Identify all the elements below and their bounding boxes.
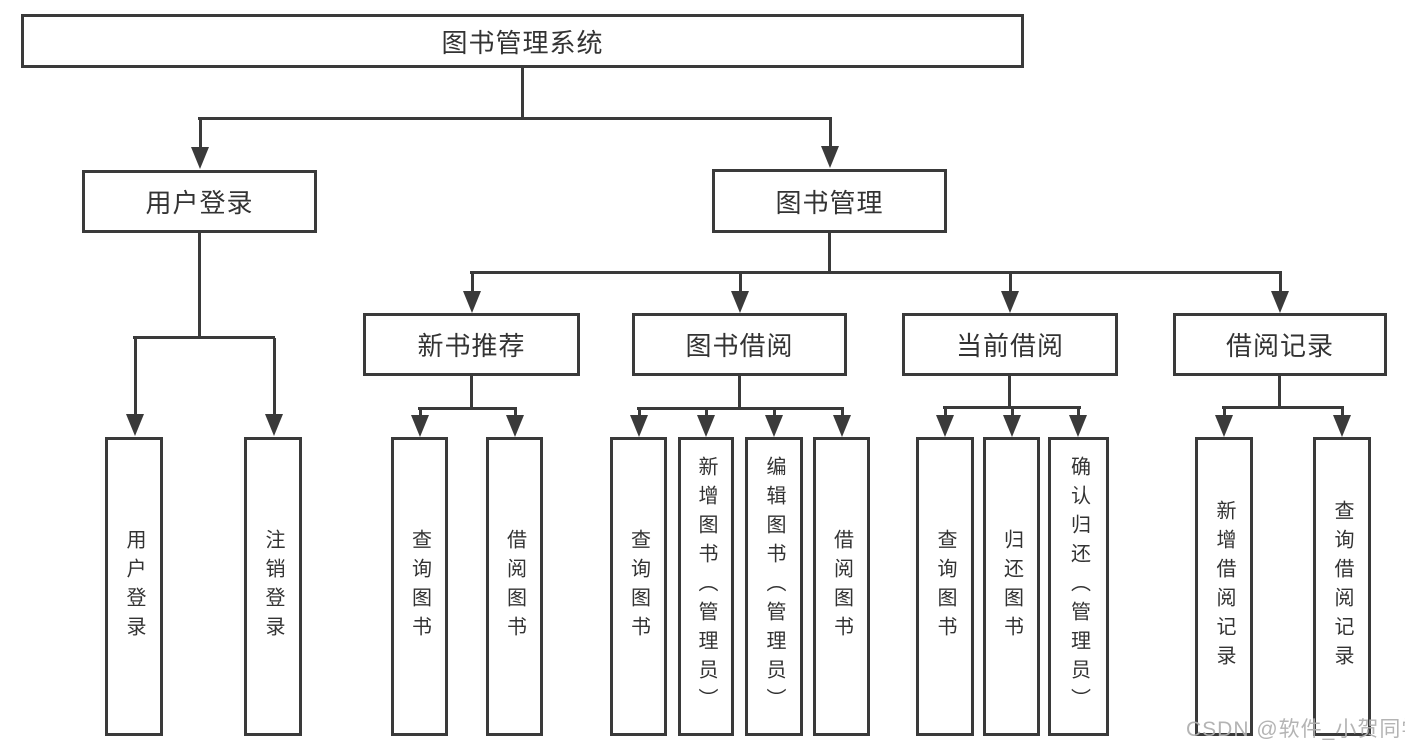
node-library-management-system: 图书管理系统 bbox=[21, 14, 1024, 68]
leaf-bb-query-books: 查询图书 bbox=[610, 437, 667, 736]
leaf-cb-query-books: 查询图书 bbox=[916, 437, 974, 736]
leaf-bb-edit-books-admin: 编辑图书（管理员） bbox=[745, 437, 803, 736]
connector-hline-book-borrow-children bbox=[637, 407, 844, 410]
leaf-br-add-record: 新增借阅记录 bbox=[1195, 437, 1253, 736]
connector-hline-borrow-record-children bbox=[1222, 406, 1344, 409]
node-new-book-recommendation: 新书推荐 bbox=[363, 313, 580, 376]
connector-vline-borrow-record bbox=[1278, 374, 1281, 409]
leaf-br-query-record: 查询借阅记录 bbox=[1313, 437, 1371, 736]
node-book-management: 图书管理 bbox=[712, 169, 947, 233]
leaf-cb-return-books: 归还图书 bbox=[983, 437, 1040, 736]
node-book-borrowing: 图书借阅 bbox=[632, 313, 847, 376]
leaf-bb-add-books-admin: 新增图书（管理员） bbox=[678, 437, 734, 736]
node-borrowing-records: 借阅记录 bbox=[1173, 313, 1387, 376]
connector-hline-level1 bbox=[198, 117, 832, 120]
leaf-bb-borrow-books: 借阅图书 bbox=[813, 437, 870, 736]
connector-hline-user-login-children bbox=[133, 336, 275, 339]
leaf-user-login: 用户登录 bbox=[105, 437, 163, 736]
connector-vline-book-mgmt bbox=[828, 231, 831, 274]
leaf-cb-confirm-return-admin: 确认归还（管理员） bbox=[1048, 437, 1109, 736]
connector-hline-current-borrow-children bbox=[943, 406, 1081, 409]
connector-hline-book-mgmt-children bbox=[470, 271, 1282, 274]
connector-vline-new-book bbox=[470, 374, 473, 410]
connector-vline-user-login bbox=[198, 231, 201, 339]
node-current-borrowing: 当前借阅 bbox=[902, 313, 1118, 376]
watermark-csdn: CSDN @软件_小贺同学 bbox=[1186, 718, 1405, 741]
leaf-logout-login: 注销登录 bbox=[244, 437, 302, 736]
leaf-nbr-query-books: 查询图书 bbox=[391, 437, 448, 736]
connector-vline-current-borrow bbox=[1008, 374, 1011, 409]
node-user-login: 用户登录 bbox=[82, 170, 317, 233]
connector-vline-book-borrow bbox=[738, 374, 741, 410]
connector-vline-root bbox=[521, 66, 524, 120]
connector-hline-new-book-children bbox=[418, 407, 517, 410]
leaf-nbr-borrow-books: 借阅图书 bbox=[486, 437, 543, 736]
